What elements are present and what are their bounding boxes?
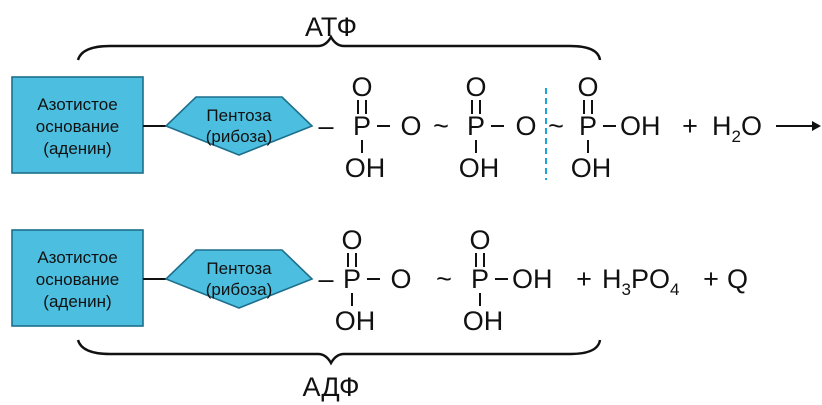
pentose-line-1: Пентоза: [206, 259, 272, 278]
heat-q: Q: [727, 264, 748, 294]
base-line-3: (аденин): [43, 292, 111, 311]
phosphate-1-oh: OH: [335, 306, 376, 336]
phosphate-1-p: P: [353, 111, 371, 141]
plus-sign-2: +: [703, 264, 719, 294]
plus-sign-1: +: [576, 264, 592, 294]
base-line-1: Азотистое: [37, 95, 117, 114]
high-energy-bond-2: ~: [548, 111, 564, 141]
bond-dash: –: [318, 264, 333, 294]
bridge-o-1: O: [400, 111, 421, 141]
phosphate-2-top-o: O: [465, 72, 486, 102]
phosphate-1-oh: OH: [345, 153, 386, 183]
phosphate-3-p: P: [579, 111, 597, 141]
pentose-line-1: Пентоза: [206, 106, 272, 125]
high-energy-bond: ~: [436, 264, 452, 294]
bond-dash: –: [318, 111, 333, 141]
pentose-pentagon: [164, 96, 314, 156]
atp-row: АТФ Азотистое основание (аденин) Пентоза…: [11, 12, 821, 183]
phosphate-1-top-o: O: [351, 72, 372, 102]
base-line-2: основание: [36, 117, 119, 136]
water-formula: H2O: [712, 111, 762, 146]
high-energy-bond-1: ~: [433, 111, 449, 141]
phosphate-3-oh: OH: [571, 153, 612, 183]
phosphate-2-oh: OH: [459, 153, 500, 183]
base-line-2: основание: [36, 270, 119, 289]
reaction-arrow-head: [812, 121, 821, 131]
phosphate-2-p: P: [471, 264, 489, 294]
phosphate-3-top-o: O: [577, 72, 598, 102]
pentose-pentagon: [164, 249, 314, 309]
phosphate-1-p: P: [343, 264, 361, 294]
phosphate-2-oh: OH: [463, 306, 504, 336]
base-line-3: (аденин): [43, 139, 111, 158]
phosphate-1-top-o: O: [341, 225, 362, 255]
bridge-o-2: O: [515, 111, 536, 141]
phosphate-2-p: P: [467, 111, 485, 141]
atp-brace: [76, 34, 602, 61]
plus-sign: +: [682, 111, 698, 141]
phosphate-2-oh-right: OH: [512, 264, 553, 294]
adp-brace: [76, 339, 602, 366]
bridge-o: O: [390, 264, 411, 294]
nitrogen-base-box: [11, 76, 144, 174]
phosphate-3-oh-right: OH: [620, 111, 661, 141]
phosphate-2-top-o: O: [469, 225, 490, 255]
adp-label: АДФ: [302, 372, 359, 402]
pentose-line-2: (рибоза): [206, 127, 273, 146]
pentose-line-2: (рибоза): [206, 280, 273, 299]
phosphoric-acid-formula: H3PO4: [602, 264, 679, 299]
adp-row: Азотистое основание (аденин) Пентоза (ри…: [11, 225, 748, 402]
nitrogen-base-box: [11, 229, 144, 327]
base-line-1: Азотистое: [37, 248, 117, 267]
